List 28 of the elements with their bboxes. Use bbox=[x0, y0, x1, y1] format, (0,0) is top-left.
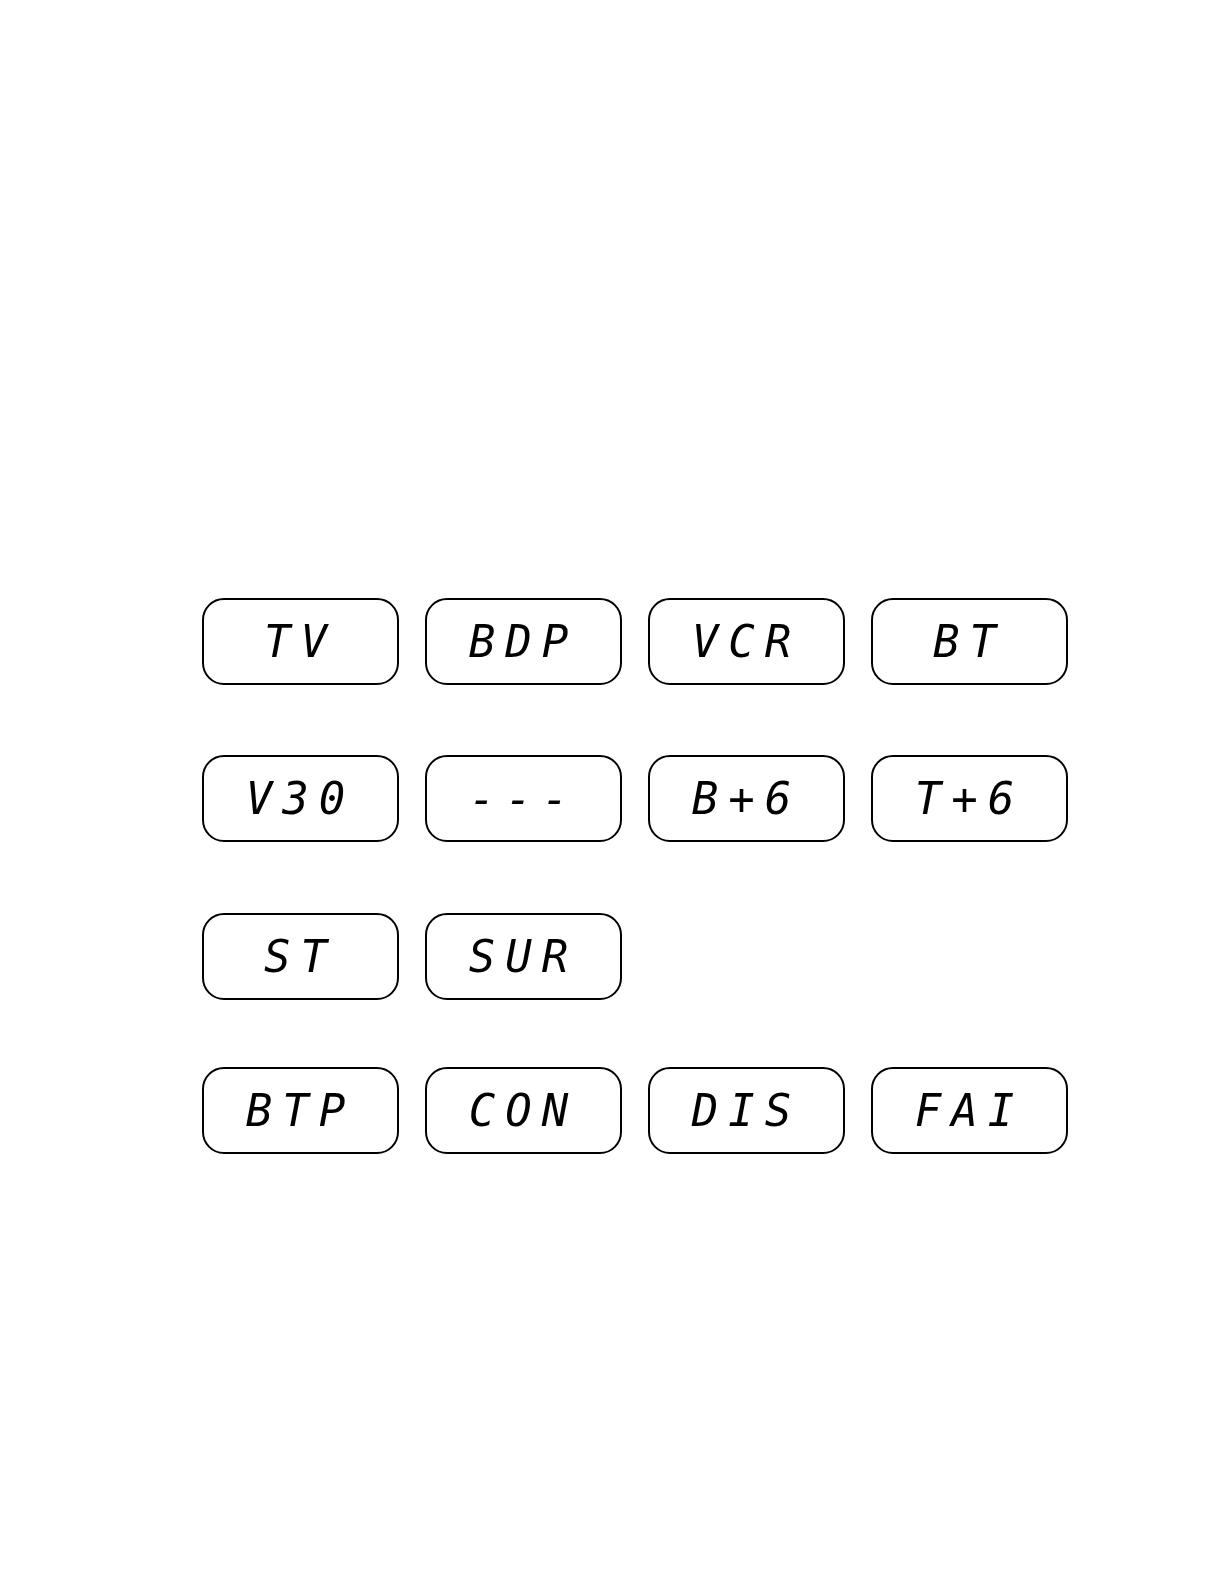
display-text: ST bbox=[264, 931, 337, 982]
display-text: BTP bbox=[245, 1085, 356, 1136]
display-text: CON bbox=[468, 1085, 579, 1136]
display-box bbox=[202, 913, 399, 1000]
display-text: --- bbox=[468, 773, 579, 824]
display-text: T+6 bbox=[914, 773, 1025, 824]
display-text: BT bbox=[933, 616, 1006, 667]
display-box bbox=[871, 1067, 1068, 1154]
display-text: FAI bbox=[914, 1085, 1025, 1136]
display-box bbox=[202, 755, 399, 842]
display-box bbox=[425, 755, 622, 842]
display-box bbox=[871, 598, 1068, 685]
display-box bbox=[202, 598, 399, 685]
display-box bbox=[425, 598, 622, 685]
display-box bbox=[871, 755, 1068, 842]
display-box bbox=[425, 1067, 622, 1154]
display-text: BDP bbox=[468, 616, 579, 667]
display-box bbox=[648, 598, 845, 685]
display-text: VCR bbox=[691, 616, 802, 667]
display-text: B+6 bbox=[691, 773, 802, 824]
display-box bbox=[202, 1067, 399, 1154]
display-text: SUR bbox=[468, 931, 579, 982]
display-text: V30 bbox=[245, 773, 356, 824]
display-text: DIS bbox=[691, 1085, 802, 1136]
display-text: TV bbox=[264, 616, 337, 667]
display-box bbox=[648, 755, 845, 842]
display-box bbox=[648, 1067, 845, 1154]
display-box bbox=[425, 913, 622, 1000]
